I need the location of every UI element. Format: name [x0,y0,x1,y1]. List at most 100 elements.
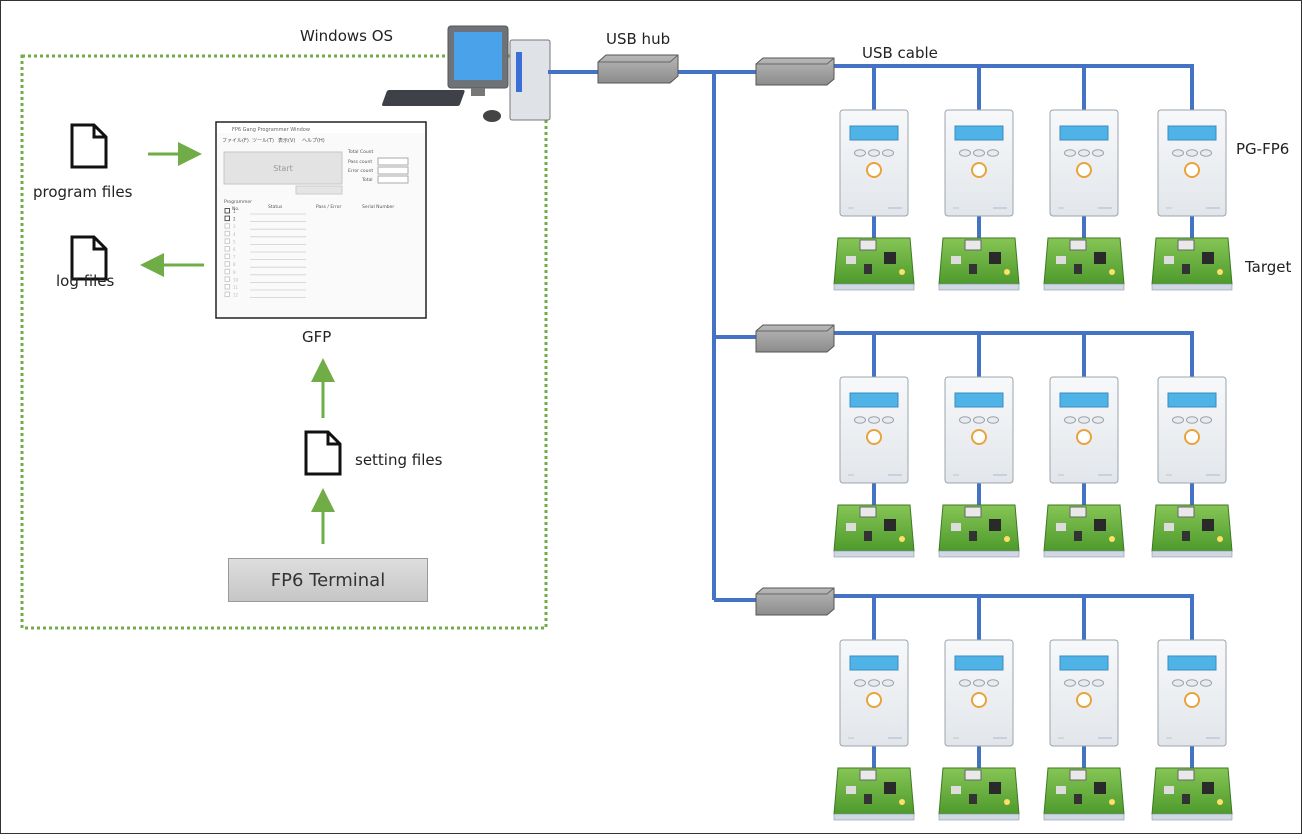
target-edge-connector [1043,813,1125,821]
gfp-col-no: No. [232,206,239,212]
pg-fp6-programmer [944,109,1014,217]
gfp-row-checkbox[interactable] [224,261,230,267]
target-usb-connector [1069,506,1087,518]
programmer-key [868,416,880,424]
target-usb-connector [1177,769,1195,781]
programmer-group [755,324,1233,558]
gfp-row-number: 3 [233,224,236,229]
gfp-row-checkbox[interactable] [224,276,230,282]
target-component [1004,536,1010,542]
gfp-row-checkbox[interactable] [224,215,230,222]
target-mcu-chip [1202,252,1214,264]
programmer-key [1186,416,1198,424]
gfp-error-count-label: Error count [348,168,373,174]
target-edge-connector [1151,283,1233,291]
pg-fp6-label: PG-FP6 [1236,140,1290,158]
target-component [1074,264,1082,274]
target-board [1043,504,1125,558]
target-board [938,767,1020,821]
gfp-row-number: 2 [233,217,236,222]
programmer-dial [1184,162,1200,178]
gfp-programmer-row: 6 [224,246,306,253]
gfp-row-checkbox[interactable] [224,268,230,275]
group-usb-hub-edge [756,587,835,595]
programmer-key [973,679,985,687]
gfp-programmer-row: 5 [224,238,306,245]
programmer-groups [755,57,1233,821]
gfp-window: FP6 Gang Programmer Window ファイル(F) ツール(T… [215,121,427,319]
gfp-row-checkbox[interactable] [224,223,230,229]
pg-fp6-programmer [1049,639,1119,747]
gfp-menu-item[interactable]: ツール(T) [252,138,274,144]
programmer-key [1172,416,1184,424]
group-usb-hub [755,587,835,616]
programmer-key [1172,149,1184,157]
gfp-total-count-label: Total Count [347,149,374,155]
programmer-key [1064,679,1076,687]
gfp-row-number: 12 [233,293,239,298]
programmer-key [987,149,999,157]
gfp-start-button[interactable] [223,151,343,185]
gfp-row-checkbox[interactable] [224,246,230,252]
gfp-row-checkbox[interactable] [224,208,230,214]
gfp-menu: ファイル(F) ツール(T) 表示(V) ヘルプ(H) [222,137,325,144]
target-usb-connector [1177,506,1195,518]
target-mcu-chip [884,252,896,264]
programmer-key [854,679,866,687]
gfp-menu-item[interactable]: ファイル(F) [222,138,249,144]
gfp-programmer-row: 11 [224,284,306,291]
gfp-row-checkbox[interactable] [224,291,230,298]
target-component [1056,256,1066,264]
target-mcu-chip [1202,519,1214,531]
program-files-label: program files [33,183,133,201]
gfp-row-checkbox[interactable] [224,284,230,290]
programmer-group [755,57,1233,291]
gfp-menu-item[interactable]: 表示(V) [278,137,295,144]
target-component [846,256,856,264]
gfp-menu-item[interactable]: ヘルプ(H) [302,138,325,144]
programmer-lcd [1167,655,1217,671]
pg-fp6-programmer [839,376,909,484]
target-edge-connector [1151,550,1233,558]
target-component [864,264,872,274]
target-edge-connector [1043,283,1125,291]
target-component [1182,531,1190,541]
gfp-pass-count-field [377,157,409,166]
programmer-key [868,149,880,157]
programmer-lcd [1167,392,1217,408]
programmer-key [1172,679,1184,687]
target-component [1182,264,1190,274]
programmer-dial [1184,429,1200,445]
programmer-key [973,149,985,157]
pg-fp6-programmer [944,376,1014,484]
target-component [1164,786,1174,794]
gfp-programmer-row: 10 [224,276,306,283]
programmer-key [1078,416,1090,424]
target-component [1217,536,1223,542]
programmer-dial [971,162,987,178]
target-mcu-chip [989,252,1001,264]
fp6-terminal-button[interactable]: FP6 Terminal [228,558,428,602]
target-usb-connector [859,239,877,251]
programmer-dial [866,162,882,178]
pg-fp6-programmer [1049,376,1119,484]
group-usb-hub-edge [756,57,835,65]
target-component [846,786,856,794]
gfp-row-checkbox[interactable] [224,253,230,260]
target-board [938,504,1020,558]
target-mcu-chip [1094,782,1106,794]
programmer-key [1200,416,1212,424]
target-component [1109,536,1115,542]
target-component [1074,794,1082,804]
target-mcu-chip [989,782,1001,794]
target-edge-connector [833,813,915,821]
programmer-dial [971,429,987,445]
gfp-programmer-row: 3 [224,223,306,230]
target-component [1109,799,1115,805]
gfp-row-checkbox[interactable] [224,230,230,237]
gfp-row-checkbox[interactable] [224,238,230,244]
programmer-key [1078,679,1090,687]
programmer-lcd [849,125,899,141]
usb-hub-label: USB hub [606,30,671,48]
programmer-lcd [954,655,1004,671]
